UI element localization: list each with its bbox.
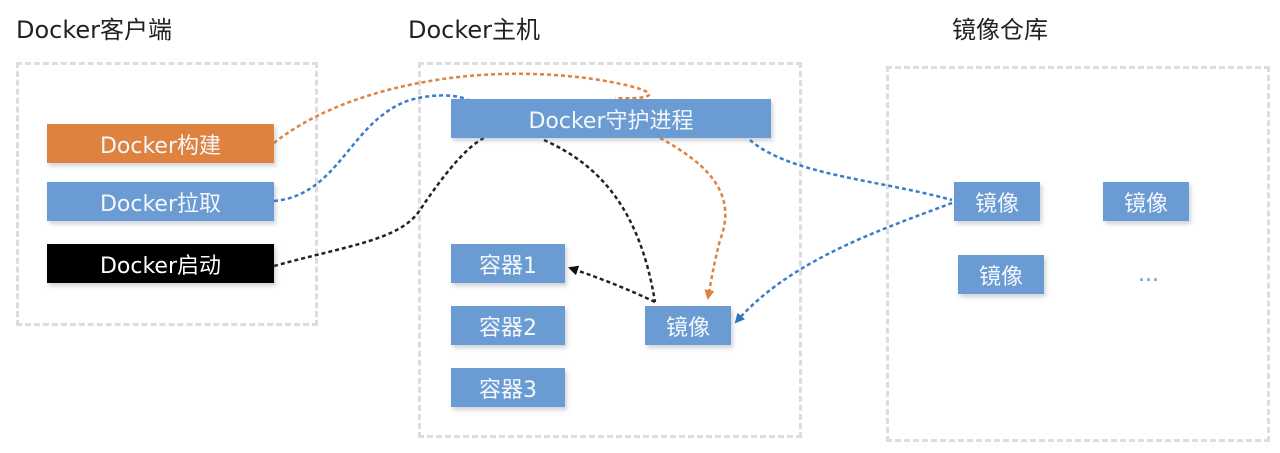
container-box: 容器1 [451,244,565,283]
registry-image-box: 镜像 [954,182,1040,221]
host-title: Docker主机 [408,16,541,44]
registry-image-box: 镜像 [958,255,1044,294]
build-connector [273,72,651,144]
image-to-container-connector [568,265,656,304]
container-box: 容器2 [451,306,565,345]
more-images-ellipsis: ... [1138,262,1159,287]
local-image-box: 镜像 [645,306,731,345]
docker-build-button[interactable]: Docker构建 [47,124,274,163]
registry-to-image-connector [734,201,953,324]
container-box: 容器3 [451,368,565,407]
client-panel [16,62,318,326]
run-connector [273,136,485,268]
daemon-to-image-run-connector [543,138,657,303]
host-panel [418,62,802,438]
registry-title: 镜像仓库 [952,16,1048,44]
pull-connector [273,94,469,203]
client-title: Docker客户端 [16,16,173,44]
docker-run-button[interactable]: Docker启动 [47,244,274,283]
daemon-to-registry-connector [749,139,953,202]
docker-pull-button[interactable]: Docker拉取 [47,182,274,221]
registry-image-box: 镜像 [1103,182,1189,221]
daemon-to-image-build-connector [659,136,727,300]
registry-panel [886,66,1270,442]
docker-daemon-box: Docker守护进程 [451,99,771,138]
